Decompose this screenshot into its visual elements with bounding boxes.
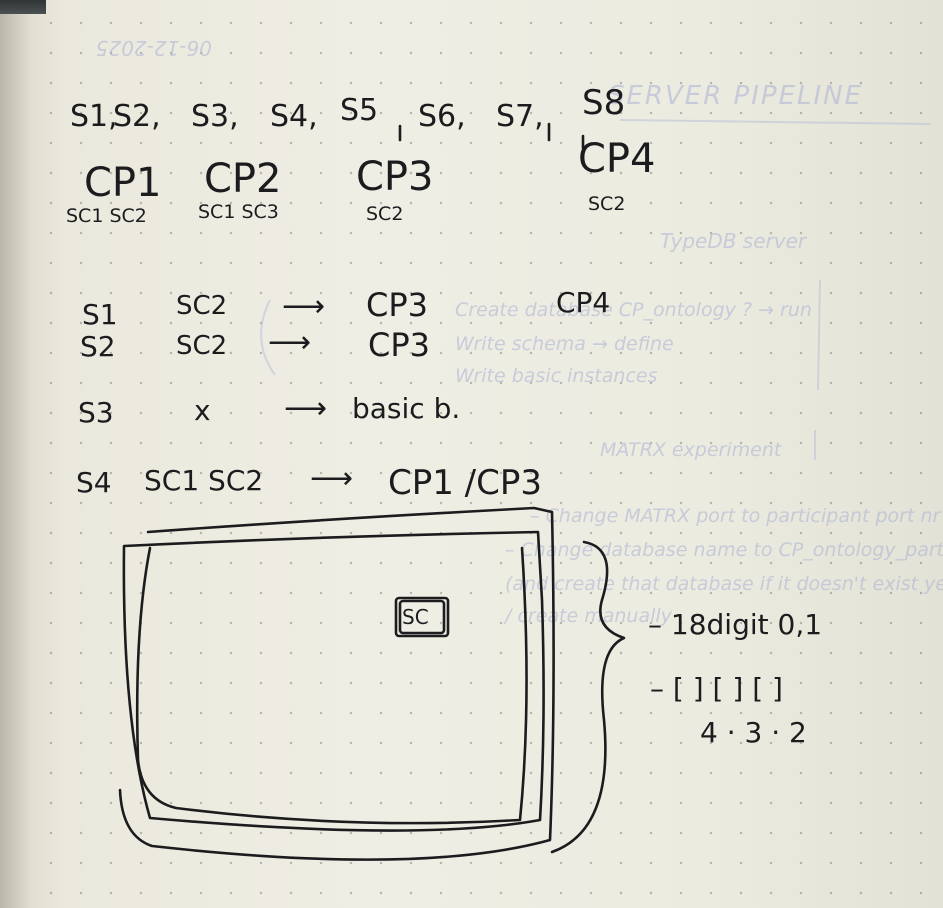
ghost-bullet3: (and create that database if it doesn't … bbox=[505, 573, 943, 595]
row4-scenarios: SC1 SC2 bbox=[144, 464, 263, 497]
session-s7: S7, bbox=[496, 99, 544, 134]
box-label: SC bbox=[402, 605, 429, 629]
row1-arrow: ⟶ bbox=[282, 289, 325, 324]
row2-session: S2 bbox=[80, 330, 116, 363]
row3-scenario: x bbox=[194, 394, 211, 427]
cp3-subjects: SC2 bbox=[366, 203, 403, 225]
ghost-bullet2: – Change database name to CP_ontology_pa… bbox=[505, 539, 943, 561]
row4-target: CP1 /CP3 bbox=[388, 463, 542, 503]
row1-session: S1 bbox=[82, 298, 118, 331]
bracket-line: – [ ] [ ] [ ] bbox=[650, 672, 783, 705]
ghost-date: 06-12-2025 bbox=[96, 36, 212, 60]
bleed-through-marks bbox=[260, 119, 931, 460]
session-s8: S8 bbox=[582, 83, 625, 123]
ghost-server: TypeDB server bbox=[660, 229, 808, 253]
sc-box bbox=[394, 596, 450, 638]
outer-box-outline-2 bbox=[118, 506, 555, 861]
row1-scenario: SC2 bbox=[176, 291, 227, 321]
session-s6: S6, bbox=[418, 99, 466, 134]
notebook-spine bbox=[0, 0, 40, 908]
ghost-line2: Write schema → define bbox=[455, 333, 674, 355]
cp3-heading: CP3 bbox=[356, 154, 434, 200]
ghost-bullet4: / create manually bbox=[503, 605, 673, 627]
row1-extra: CP4 bbox=[556, 286, 610, 319]
pen-strokes bbox=[118, 122, 626, 861]
cp1-subjects: SC1 SC2 bbox=[66, 205, 147, 227]
row4-session: S4 bbox=[76, 466, 112, 499]
cp4-heading: CP4 bbox=[578, 136, 656, 182]
cp4-subjects: SC2 bbox=[588, 193, 625, 215]
bleed-through-text: 06-12-2025 SERVER PIPELINE TypeDB server… bbox=[96, 36, 943, 627]
cp1-heading: CP1 bbox=[84, 160, 162, 206]
session-s3: S3, bbox=[191, 99, 239, 134]
ghost-bullet1: – Change MATRX port to participant port … bbox=[530, 505, 942, 527]
row3-target: basic b. bbox=[352, 392, 460, 425]
curly-brace bbox=[550, 540, 626, 854]
notebook-cover-edge bbox=[0, 0, 46, 14]
sc-box-inner bbox=[398, 599, 446, 635]
row3-arrow: ⟶ bbox=[284, 391, 327, 426]
row1-target: CP3 bbox=[366, 286, 428, 324]
calc-line: 4 · 3 · 2 bbox=[700, 716, 807, 749]
ghost-matrix: MATRX experiment bbox=[600, 439, 783, 461]
row2-target: CP3 bbox=[368, 326, 430, 364]
cp2-heading: CP2 bbox=[204, 156, 282, 202]
ghost-title: SERVER PIPELINE bbox=[608, 81, 863, 111]
ghost-line1: Create database CP_ontology ? → run bbox=[455, 299, 812, 321]
digit-line: – 18digit 0,1 bbox=[648, 608, 822, 641]
outer-box-outline bbox=[122, 530, 545, 832]
row2-arrow: ⟶ bbox=[268, 325, 311, 360]
inner-box-outline bbox=[135, 546, 528, 825]
session-s2: S2, bbox=[113, 99, 161, 134]
session-s5: S5 bbox=[340, 93, 378, 128]
row3-session: S3 bbox=[78, 396, 114, 429]
row4-arrow: ⟶ bbox=[310, 461, 353, 496]
ghost-line3: Write basic instances bbox=[455, 365, 658, 387]
session-s4: S4, bbox=[270, 99, 318, 134]
handwritten-notes: S1, S2, S3, S4, S5 S6, S7, S8 CP1 SC1 SC… bbox=[66, 83, 822, 749]
cp2-subjects: SC1 SC3 bbox=[198, 201, 279, 223]
session-s1: S1, bbox=[70, 99, 118, 134]
row2-scenario: SC2 bbox=[176, 331, 227, 361]
